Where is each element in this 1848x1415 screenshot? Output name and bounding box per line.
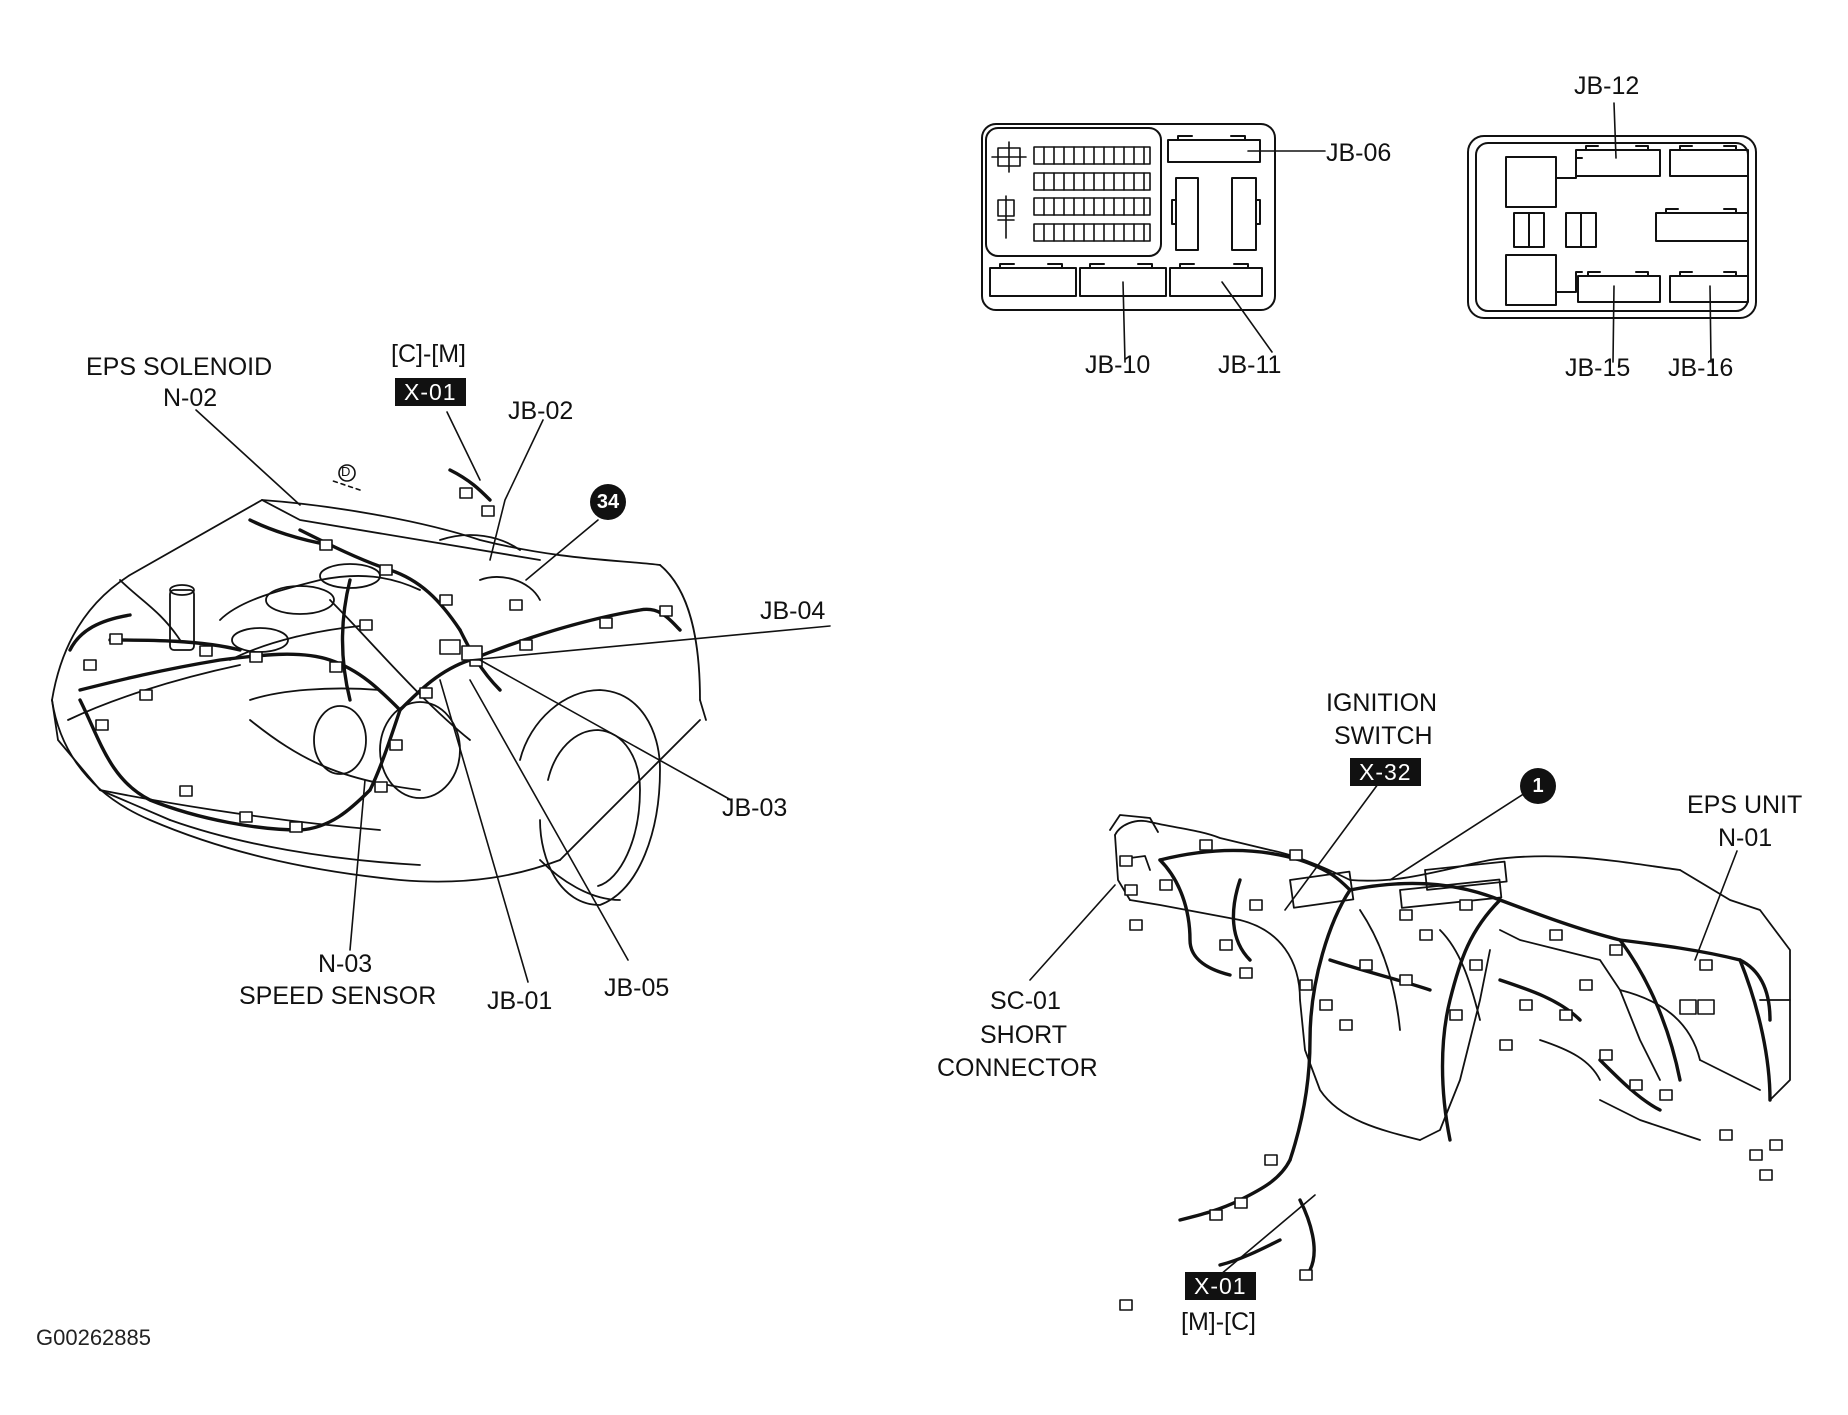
marker-d-label: D <box>341 464 351 479</box>
speed-sensor-label: SPEED SENSOR <box>239 982 437 1010</box>
jb02-label: JB-02 <box>508 397 574 425</box>
short-connector-code: SC-01 <box>990 987 1061 1015</box>
junction-box-left-leaders <box>1122 150 1326 363</box>
connector-bottom-route: [M]-[C] <box>1181 1308 1256 1336</box>
engine-bay-leaders <box>195 409 831 983</box>
engine-connectors <box>83 487 673 833</box>
connector-bottom-code-tag: X-01 <box>1185 1272 1256 1300</box>
engine-harness <box>68 468 682 832</box>
junction-box-left-drawing <box>981 123 1276 311</box>
eps-unit-code: N-01 <box>1718 824 1773 852</box>
jb01-label: JB-01 <box>487 987 553 1015</box>
marker-34-badge: 34 <box>590 484 626 520</box>
dashboard-connectors <box>1119 839 1783 1311</box>
connector-top-code-tag: X-01 <box>395 378 466 406</box>
short-connector-line3: CONNECTOR <box>937 1054 1098 1082</box>
jb10-label: JB-10 <box>1085 351 1151 379</box>
jb03-label: JB-03 <box>722 794 788 822</box>
jb05-label: JB-05 <box>604 974 670 1002</box>
jb04-label: JB-04 <box>760 597 826 625</box>
figure-id: G00262885 <box>36 1325 151 1350</box>
eps-solenoid-code: N-02 <box>163 384 218 412</box>
jb16-label: JB-16 <box>1668 354 1734 382</box>
junction-box-right-drawing <box>1467 135 1757 319</box>
junction-box-right-leaders <box>1612 102 1712 363</box>
dashboard-frame <box>1109 814 1791 1141</box>
jb06-label: JB-06 <box>1326 139 1392 167</box>
connector-top-route: [C]-[M] <box>391 340 466 368</box>
eps-unit-label: EPS UNIT <box>1687 791 1803 819</box>
dashboard-leaders <box>1029 779 1738 1276</box>
car-front-body <box>51 499 707 906</box>
jb11-label: JB-11 <box>1218 351 1282 379</box>
ignition-switch-code-tag: X-32 <box>1350 758 1421 786</box>
marker-1-badge: 1 <box>1520 768 1556 804</box>
eps-solenoid-label: EPS SOLENOID <box>86 353 273 381</box>
jb12-label: JB-12 <box>1574 72 1640 100</box>
short-connector-line2: SHORT <box>980 1021 1068 1049</box>
jb15-label: JB-15 <box>1565 354 1631 382</box>
ignition-switch-line1: IGNITION <box>1326 689 1438 717</box>
ignition-switch-line2: SWITCH <box>1334 722 1433 750</box>
marker-d-circle <box>338 464 356 482</box>
speed-sensor-code: N-03 <box>318 950 373 978</box>
